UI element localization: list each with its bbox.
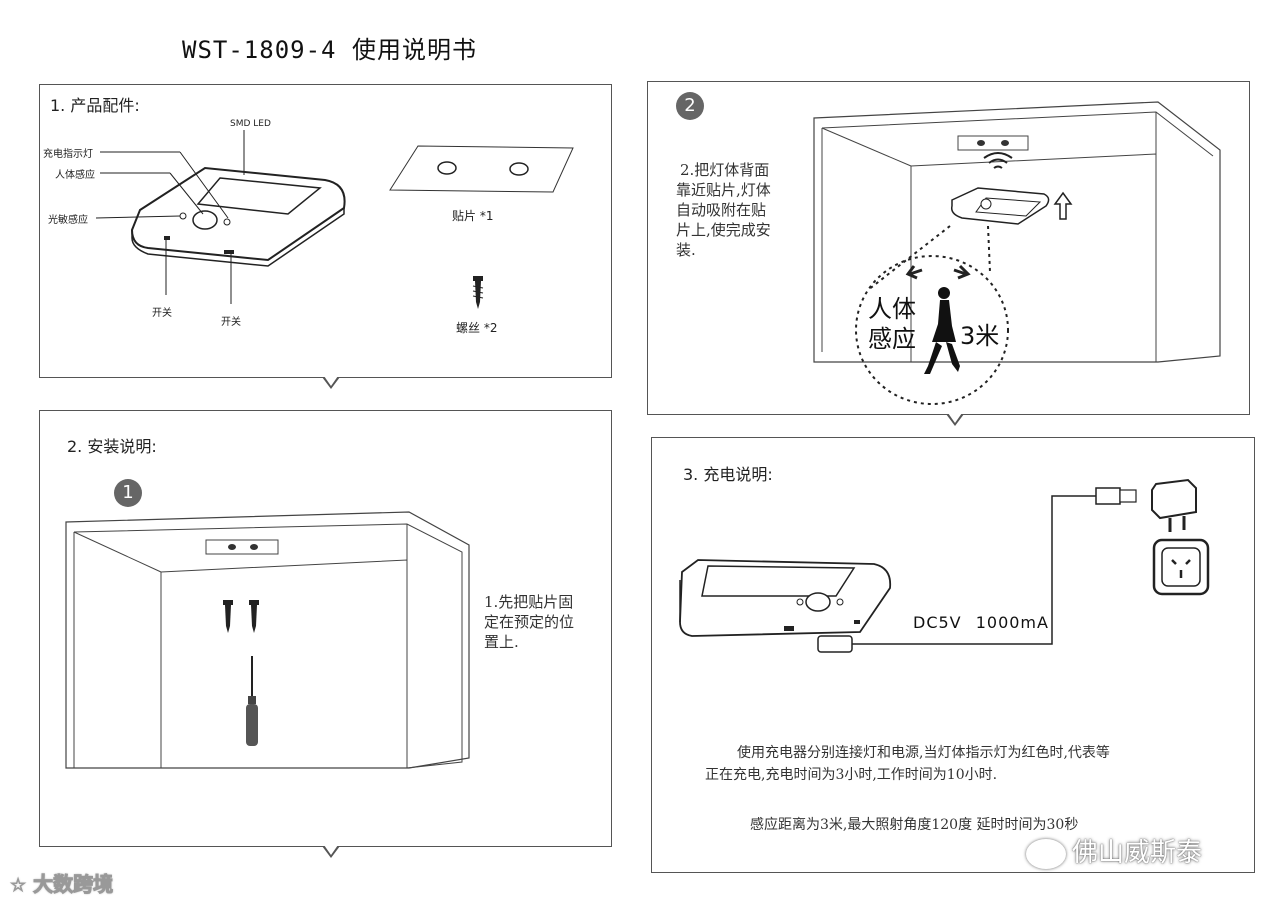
screwdriver-icon <box>244 656 260 748</box>
label-body-sensor: 人体感应 <box>55 166 95 181</box>
charging-text: 使用充电器分别连接灯和电源,当灯体指示灯为红色时,代表等 正在充电,充电时间为3… <box>705 742 1110 786</box>
cabinet-drawing-1 <box>64 500 474 775</box>
watermark-left: ☆ 大数跨境 <box>10 868 113 897</box>
screws-icon <box>220 600 270 634</box>
watermark-logo-icon: ☆ <box>10 875 26 896</box>
person-icon <box>922 286 962 378</box>
power-adapter-icon <box>1148 476 1208 536</box>
screw-icon <box>470 276 486 310</box>
label-switch-left: 开关 <box>152 304 172 319</box>
step2-text: 2.把灯体背面 靠近贴片,灯体 自动吸附在贴 片上,使完成安 装. <box>676 160 771 260</box>
step2-badge: 2 <box>676 92 704 120</box>
charging-heading: 3. 充电说明: <box>683 461 773 485</box>
screw-label: 螺丝 *2 <box>456 319 497 336</box>
sticker-label: 贴片 *1 <box>452 207 493 224</box>
up-arrow-icon <box>1054 192 1072 220</box>
sensor-label: 人体 感应 <box>868 294 916 354</box>
step1-text: 1.先把贴片固 定在预定的位 置上. <box>484 592 574 652</box>
signal-icon <box>980 152 1016 172</box>
label-switch-right: 开关 <box>221 313 241 328</box>
sticker-drawing <box>388 144 578 194</box>
label-light-sensor: 光敏感应 <box>48 211 88 226</box>
install-heading: 2. 安装说明: <box>67 433 157 457</box>
label-smd-led: SMD LED <box>230 119 271 129</box>
power-spec: DC5V 1000mA <box>913 613 1049 632</box>
sensing-spec-text: 感应距离为3米,最大照射角度120度 延时时间为30秒 <box>750 814 1078 834</box>
watermark-right: 佛山威斯泰 <box>1026 832 1202 869</box>
wechat-icon <box>1026 839 1066 869</box>
wall-socket-icon <box>1152 538 1210 596</box>
range-label: 3米 <box>960 316 999 351</box>
label-charge-indicator: 充电指示灯 <box>43 145 93 160</box>
